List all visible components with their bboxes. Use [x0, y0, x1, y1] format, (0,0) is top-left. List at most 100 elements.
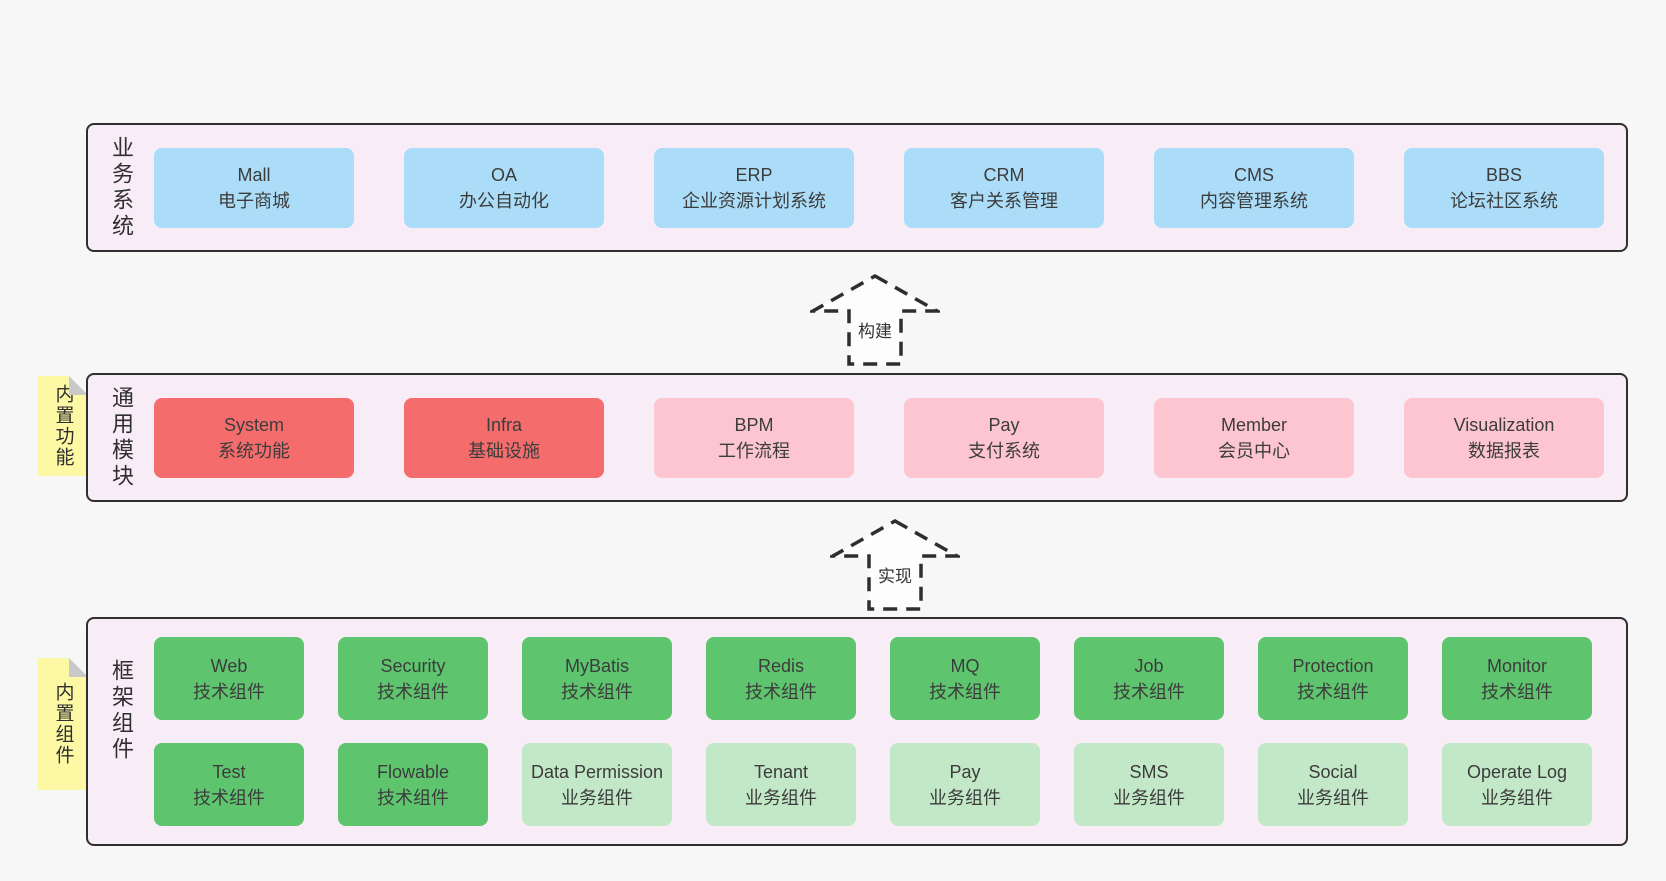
- panel-business-label-col: 业务系统: [88, 125, 154, 250]
- box-title: ERP: [735, 164, 773, 185]
- box-title: Social: [1308, 761, 1358, 782]
- box-mq: MQ 技术组件: [890, 637, 1040, 720]
- box-subtitle: 技术组件: [1481, 681, 1553, 702]
- box-visualization: Visualization 数据报表: [1404, 397, 1604, 478]
- box-title: Infra: [485, 414, 523, 435]
- box-bbs: BBS 论坛社区系统: [1404, 147, 1604, 228]
- box-mybatis: MyBatis 技术组件: [522, 637, 672, 720]
- box-subtitle: 电子商城: [218, 190, 290, 211]
- box-title: Tenant: [753, 761, 809, 782]
- box-title: Test: [212, 761, 246, 782]
- box-crm: CRM 客户关系管理: [904, 147, 1104, 228]
- panel-modules-label: 通用模块: [109, 385, 134, 490]
- box-mall: Mall 电子商城: [154, 147, 354, 228]
- panel-business-systems: 业务系统 Mall 电子商城 OA 办公自动化 ERP 企业资源计划系统 CRM…: [86, 123, 1628, 252]
- box-title: Pay: [949, 761, 981, 782]
- box-sms: SMS 业务组件: [1074, 743, 1224, 826]
- note-fold-icon: [69, 658, 88, 677]
- box-security: Security 技术组件: [338, 637, 488, 720]
- box-pay-business: Pay 业务组件: [890, 743, 1040, 826]
- box-member: Member 会员中心: [1154, 397, 1354, 478]
- box-subtitle: 技术组件: [193, 681, 265, 702]
- box-subtitle: 技术组件: [929, 681, 1001, 702]
- box-data-permission: Data Permission 业务组件: [522, 743, 672, 826]
- panel-common-modules: 通用模块 System 系统功能 Infra 基础设施 BPM 工作流程 Pay…: [86, 373, 1628, 502]
- box-subtitle: 技术组件: [193, 787, 265, 808]
- framework-boxes-grid: Web 技术组件 Security 技术组件 MyBatis 技术组件 Redi…: [154, 619, 1626, 844]
- box-subtitle: 技术组件: [377, 681, 449, 702]
- box-title: Monitor: [1486, 655, 1548, 676]
- box-subtitle: 技术组件: [561, 681, 633, 702]
- panel-modules-label-col: 通用模块: [88, 375, 154, 500]
- box-title: Job: [1134, 655, 1164, 676]
- box-subtitle: 客户关系管理: [950, 190, 1058, 211]
- note-built-in-functions: 内置功能: [38, 376, 88, 476]
- box-erp: ERP 企业资源计划系统: [654, 147, 854, 228]
- box-subtitle: 业务组件: [745, 787, 817, 808]
- box-title: Flowable: [376, 761, 450, 782]
- box-title: Visualization: [1453, 414, 1555, 435]
- box-web: Web 技术组件: [154, 637, 304, 720]
- note-built-in-functions-label: 内置功能: [52, 384, 74, 468]
- box-title: Data Permission: [530, 761, 664, 782]
- box-subtitle: 技术组件: [377, 787, 449, 808]
- box-title: Web: [210, 655, 248, 676]
- box-title: Pay: [988, 414, 1020, 435]
- box-subtitle: 系统功能: [218, 440, 290, 461]
- box-job: Job 技术组件: [1074, 637, 1224, 720]
- box-cms: CMS 内容管理系统: [1154, 147, 1354, 228]
- box-redis: Redis 技术组件: [706, 637, 856, 720]
- box-subtitle: 业务组件: [929, 787, 1001, 808]
- box-title: BPM: [734, 414, 774, 435]
- box-title: Mall: [237, 164, 271, 185]
- box-protection: Protection 技术组件: [1258, 637, 1408, 720]
- box-subtitle: 工作流程: [718, 440, 790, 461]
- box-title: OA: [490, 164, 517, 185]
- box-title: System: [223, 414, 284, 435]
- box-infra: Infra 基础设施: [404, 397, 604, 478]
- box-subtitle: 技术组件: [745, 681, 817, 702]
- box-title: Protection: [1292, 655, 1374, 676]
- box-subtitle: 业务组件: [1481, 787, 1553, 808]
- box-social: Social 业务组件: [1258, 743, 1408, 826]
- box-title: Operate Log: [1466, 761, 1568, 782]
- box-title: MyBatis: [564, 655, 629, 676]
- box-title: CRM: [983, 164, 1025, 185]
- box-subtitle: 业务组件: [1297, 787, 1369, 808]
- box-flowable: Flowable 技术组件: [338, 743, 488, 826]
- box-title: BBS: [1485, 164, 1523, 185]
- arrow-implement-label: 实现: [875, 562, 915, 587]
- box-pay: Pay 支付系统: [904, 397, 1104, 478]
- box-bpm: BPM 工作流程: [654, 397, 854, 478]
- box-title: Security: [380, 655, 446, 676]
- box-subtitle: 业务组件: [1113, 787, 1185, 808]
- box-title: Member: [1220, 414, 1287, 435]
- panel-business-label: 业务系统: [109, 135, 134, 240]
- box-subtitle: 办公自动化: [459, 190, 549, 211]
- box-title: SMS: [1129, 761, 1169, 782]
- panel-framework-label: 框架组件: [109, 659, 134, 763]
- box-title: CMS: [1234, 164, 1274, 185]
- box-subtitle: 论坛社区系统: [1450, 190, 1558, 211]
- box-title: MQ: [950, 655, 980, 676]
- box-title: Redis: [757, 655, 805, 676]
- panel-framework-label-col: 框架组件: [88, 619, 154, 844]
- box-system: System 系统功能: [154, 397, 354, 478]
- note-built-in-components: 内置组件: [38, 658, 88, 790]
- note-built-in-components-label: 内置组件: [52, 682, 74, 766]
- box-subtitle: 数据报表: [1468, 440, 1540, 461]
- arrow-implement: 实现: [830, 518, 960, 612]
- arrow-build-label: 构建: [855, 317, 895, 342]
- box-subtitle: 会员中心: [1218, 440, 1290, 461]
- modules-boxes-row: System 系统功能 Infra 基础设施 BPM 工作流程 Pay 支付系统…: [154, 375, 1626, 500]
- box-operate-log: Operate Log 业务组件: [1442, 743, 1592, 826]
- box-tenant: Tenant 业务组件: [706, 743, 856, 826]
- box-subtitle: 业务组件: [561, 787, 633, 808]
- box-subtitle: 技术组件: [1297, 681, 1369, 702]
- box-subtitle: 支付系统: [968, 440, 1040, 461]
- business-boxes-row: Mall 电子商城 OA 办公自动化 ERP 企业资源计划系统 CRM 客户关系…: [154, 125, 1626, 250]
- panel-framework-components: 框架组件 Web 技术组件 Security 技术组件 MyBatis 技术组件…: [86, 617, 1628, 846]
- box-subtitle: 技术组件: [1113, 681, 1185, 702]
- box-oa: OA 办公自动化: [404, 147, 604, 228]
